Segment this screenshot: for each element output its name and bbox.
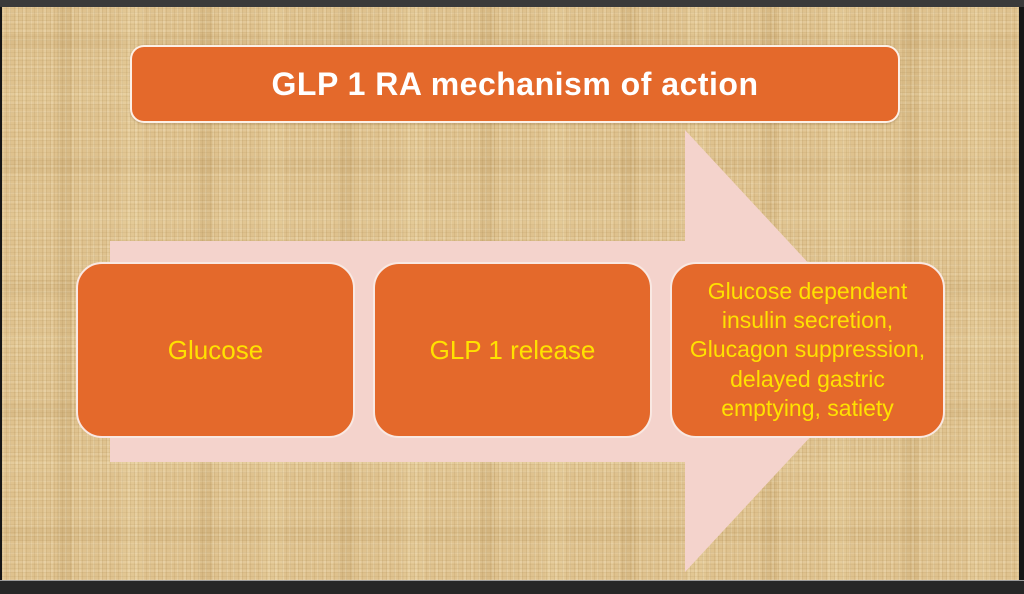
- process-step-label: GLP 1 release: [429, 334, 596, 365]
- process-step-effects: Glucose dependent insulin secretion, Glu…: [670, 262, 945, 438]
- letterbox-bottom: [0, 580, 1024, 594]
- letterbox-top: [0, 0, 1024, 7]
- slide-title: GLP 1 RA mechanism of action: [271, 65, 759, 102]
- slide-title-banner: GLP 1 RA mechanism of action: [130, 45, 900, 123]
- process-step-label: Glucose: [167, 334, 264, 365]
- process-step-glp1-release: GLP 1 release: [373, 262, 652, 438]
- process-step-label: Glucose dependent insulin secretion, Glu…: [689, 277, 926, 421]
- process-step-glucose: Glucose: [76, 262, 355, 438]
